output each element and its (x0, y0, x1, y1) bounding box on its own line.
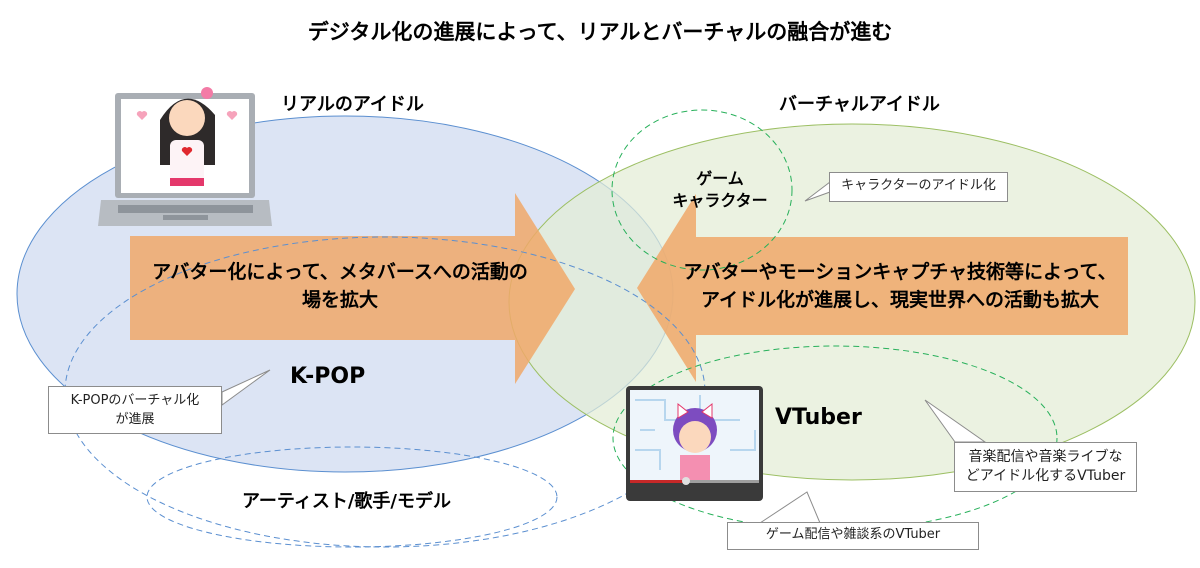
right-arrow-text-line1: アバター化によって、メタバースへの活動の (152, 261, 528, 283)
kpop-virtual-callout-line2: が進展 (115, 412, 155, 427)
left-arrow-text-line1: アバターやモーションキャプチャ技術等によって、 (683, 261, 1117, 283)
vtuber-label: VTuber (775, 405, 862, 430)
character-idol-callout: キャラクターのアイドル化 (829, 172, 1008, 202)
game-vtuber-callout-tail (758, 491, 821, 524)
artist-label: アーティスト/歌手/モデル (242, 491, 451, 512)
music-vtuber-callout-line1: 音楽配信や音楽ライブな (968, 449, 1123, 465)
kpop-label: K-POP (290, 364, 366, 389)
game-vtuber-callout: ゲーム配信や雑談系のVTuber (727, 522, 979, 550)
diagram-title: デジタル化の進展によって、リアルとバーチャルの融合が進む (307, 20, 893, 44)
game-character-label-line2: キャラクター (672, 191, 768, 210)
laptop-idol-illustration (98, 87, 272, 226)
virtual-idol-label: バーチャルアイドル (779, 94, 940, 115)
left-arrow-text: アバターやモーションキャプチャ技術等によって、 アイドル化が進展し、現実世界への… (660, 258, 1140, 314)
real-idol-label: リアルのアイドル (281, 94, 424, 115)
music-vtuber-callout-line2: どアイドル化するVTuber (965, 468, 1126, 484)
video-player-vtuber-illustration (626, 386, 763, 501)
music-vtuber-callout: 音楽配信や音楽ライブな どアイドル化するVTuber (954, 442, 1137, 492)
left-arrow (637, 194, 1128, 382)
right-arrow-text: アバター化によって、メタバースへの活動の 場を拡大 (130, 258, 550, 314)
left-arrow-text-line2: アイドル化が進展し、現実世界への活動も拡大 (700, 289, 1100, 311)
artist-group-outline (146, 446, 558, 548)
kpop-virtual-callout: K-POPのバーチャル化 が進展 (48, 386, 222, 434)
vtuber-group-outline (612, 345, 1058, 531)
kpop-virtual-callout-line1: K-POPのバーチャル化 (70, 393, 200, 408)
right-arrow (130, 193, 575, 384)
game-character-label-line1: ゲーム (696, 169, 744, 188)
kpop-callout-tail (221, 369, 271, 406)
game-character-group-outline (611, 109, 793, 271)
right-arrow-text-line2: 場を拡大 (301, 289, 378, 311)
game-character-label: ゲーム キャラクター (665, 168, 775, 212)
